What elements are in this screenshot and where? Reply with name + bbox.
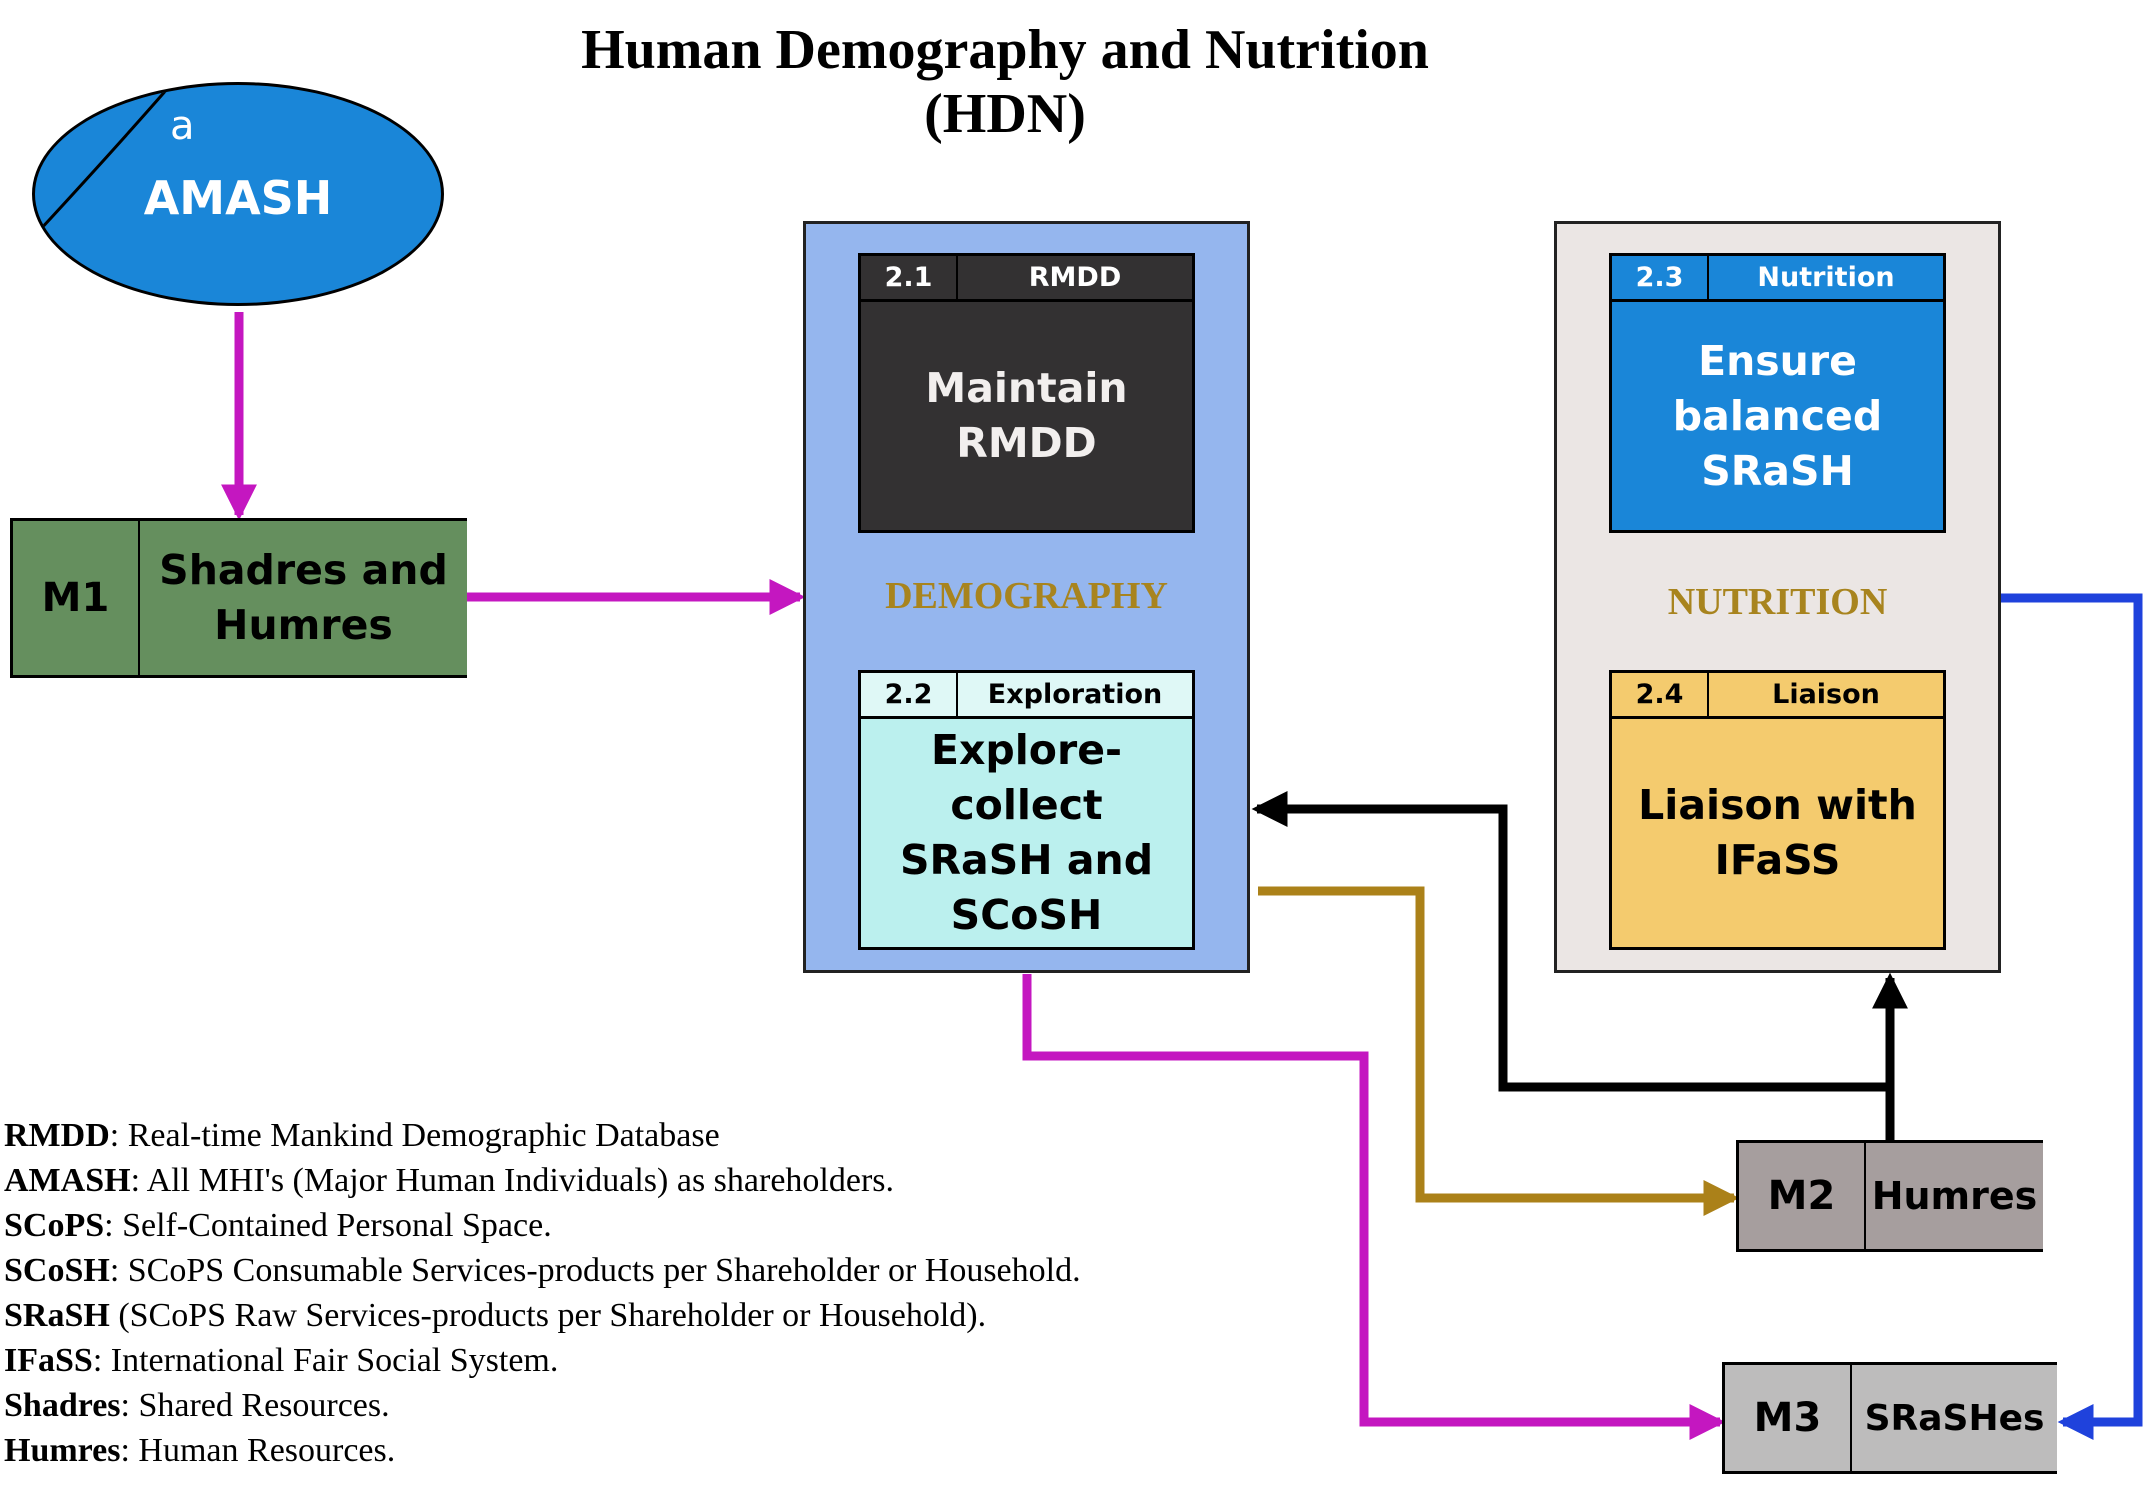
process-2-3-line-1: Ensure bbox=[1698, 336, 1857, 385]
arrow-exploration-to-m2 bbox=[1258, 886, 1740, 1216]
legend-item: IFaSS: International Fair Social System. bbox=[4, 1338, 1081, 1383]
arrow-m3-nutrition-link bbox=[1844, 580, 2143, 1440]
legend-definition: : Real-time Mankind Demographic Database bbox=[109, 1117, 720, 1154]
process-2-3[interactable]: 2.3 Nutrition Ensure balanced SRaSH bbox=[1609, 253, 1946, 533]
legend-term: RMDD bbox=[4, 1117, 110, 1154]
legend: RMDD: Real-time Mankind Demographic Data… bbox=[4, 1113, 1081, 1473]
process-2-2-name: Exploration bbox=[987, 679, 1163, 710]
store-m1-name-line-1: Shadres and bbox=[159, 546, 448, 594]
process-2-3-name: Nutrition bbox=[1757, 262, 1895, 293]
legend-term: IFaSS bbox=[4, 1342, 93, 1379]
title-line-2: (HDN) bbox=[924, 83, 1086, 145]
legend-definition: : Shared Resources. bbox=[120, 1387, 390, 1424]
title-line-1: Human Demography and Nutrition bbox=[581, 19, 1429, 81]
store-m2[interactable]: M2 Humres bbox=[1736, 1140, 2043, 1252]
entity-name: AMASH bbox=[143, 171, 333, 225]
nutrition-label: NUTRITION bbox=[1667, 581, 1888, 623]
legend-definition: : Self-Contained Personal Space. bbox=[104, 1207, 552, 1244]
process-2-2-number: 2.2 bbox=[861, 673, 958, 716]
legend-term: SCoSH bbox=[4, 1252, 110, 1289]
legend-definition: (SCoPS Raw Services-products per Shareho… bbox=[109, 1297, 987, 1334]
entity-corner-mark bbox=[36, 87, 170, 234]
process-2-3-body: Ensure balanced SRaSH bbox=[1612, 302, 1943, 530]
store-m2-name: Humres bbox=[1871, 1174, 2038, 1218]
legend-term: SCoPS bbox=[4, 1207, 105, 1244]
process-2-2-line-1: Explore-collect bbox=[930, 726, 1123, 829]
process-2-2-body: Explore-collect SRaSH and SCoSH bbox=[861, 719, 1192, 947]
process-2-4-name: Liaison bbox=[1772, 679, 1880, 710]
process-2-1-line-1: Maintain bbox=[925, 364, 1128, 412]
process-2-2-line-2: SRaSH and bbox=[899, 836, 1154, 884]
process-2-3-number: 2.3 bbox=[1612, 256, 1709, 299]
store-m1[interactable]: M1 Shadres and Humres bbox=[10, 518, 467, 678]
store-m1-id: M1 bbox=[13, 521, 140, 675]
store-m1-name: Shadres and Humres bbox=[140, 521, 467, 675]
diagram-title: Human Demography and Nutrition (HDN) bbox=[480, 18, 1530, 146]
legend-term: SRaSH bbox=[4, 1297, 110, 1334]
legend-item: SCoSH: SCoPS Consumable Services-product… bbox=[4, 1248, 1081, 1293]
legend-item: RMDD: Real-time Mankind Demographic Data… bbox=[4, 1113, 1081, 1158]
legend-definition: : International Fair Social System. bbox=[92, 1342, 559, 1379]
legend-item: SCoPS: Self-Contained Personal Space. bbox=[4, 1203, 1081, 1248]
process-2-4-line-1: Liaison with bbox=[1638, 781, 1917, 829]
store-m3-id: M3 bbox=[1725, 1365, 1852, 1471]
process-2-4-body: Liaison with IFaSS bbox=[1612, 719, 1943, 947]
legend-definition: : Human Resources. bbox=[120, 1432, 396, 1469]
process-2-1-body: Maintain RMDD bbox=[861, 302, 1192, 530]
entity-letter: a bbox=[170, 103, 195, 149]
arrow-demography-to-m3 bbox=[1022, 974, 1726, 1440]
store-m1-name-line-2: Humres bbox=[214, 601, 393, 649]
process-2-1-name: RMDD bbox=[1028, 262, 1122, 293]
process-2-4[interactable]: 2.4 Liaison Liaison with IFaSS bbox=[1609, 670, 1946, 950]
legend-definition: : SCoPS Consumable Services-products per… bbox=[109, 1252, 1081, 1289]
process-2-2-line-3: SCoSH bbox=[950, 891, 1103, 939]
legend-term: Shadres bbox=[4, 1387, 121, 1424]
process-2-1[interactable]: 2.1 RMDD Maintain RMDD bbox=[858, 253, 1195, 533]
process-2-3-line-2: balanced bbox=[1672, 391, 1883, 440]
process-2-3-line-3: SRaSH bbox=[1701, 446, 1854, 495]
legend-item: SRaSH (SCoPS Raw Services-products per S… bbox=[4, 1293, 1081, 1338]
process-2-4-number: 2.4 bbox=[1612, 673, 1709, 716]
legend-item: Humres: Human Resources. bbox=[4, 1428, 1081, 1473]
process-2-4-line-2: IFaSS bbox=[1714, 836, 1841, 884]
legend-term: AMASH bbox=[4, 1162, 131, 1199]
process-2-2[interactable]: 2.2 Exploration Explore-collect SRaSH an… bbox=[858, 670, 1195, 950]
legend-item: Shadres: Shared Resources. bbox=[4, 1383, 1081, 1428]
demography-label: DEMOGRAPHY bbox=[885, 575, 1168, 617]
store-m3[interactable]: M3 SRaSHes bbox=[1722, 1362, 2057, 1474]
legend-term: Humres bbox=[4, 1432, 121, 1469]
amash-entity[interactable]: a AMASH bbox=[32, 82, 444, 306]
store-m2-id: M2 bbox=[1739, 1143, 1866, 1249]
process-2-1-line-2: RMDD bbox=[956, 419, 1097, 467]
legend-definition: : All MHI's (Major Human Individuals) as… bbox=[130, 1162, 895, 1199]
store-m3-name: SRaSHes bbox=[1864, 1397, 2045, 1439]
process-2-1-number: 2.1 bbox=[861, 256, 958, 299]
legend-item: AMASH: All MHI's (Major Human Individual… bbox=[4, 1158, 1081, 1203]
